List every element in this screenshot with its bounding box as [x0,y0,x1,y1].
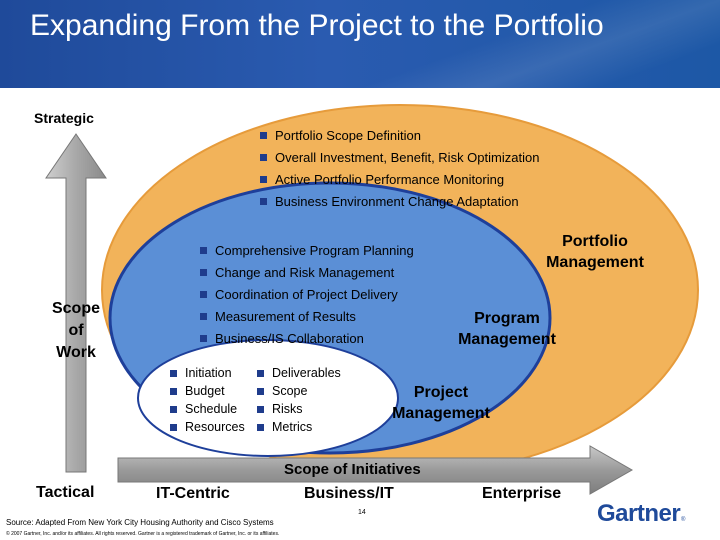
page-number: 14 [358,509,366,516]
program-label-line1: Program [474,310,540,327]
business-it-label: Business/IT [304,485,394,502]
project-label-line1: Project [413,384,469,401]
bullet-text: Schedule [185,402,238,416]
bullet-text: Business Environment Change Adaptation [275,194,519,209]
it-centric-label: IT-Centric [156,485,230,502]
bullet-text: Active Portfolio Performance Monitoring [275,172,505,187]
program-management-label: Program Management [442,308,572,350]
bullet-text: Scope [272,384,308,398]
project-label-line2: Management [392,405,490,422]
bullet-text: Coordination of Project Delivery [215,287,398,302]
copyright-note: © 2007 Gartner, Inc. and/or its affiliat… [6,531,280,537]
project-bullet: Deliverables [257,366,341,380]
gartner-logo: Gartner [597,500,681,527]
portfolio-bullet: Overall Investment, Benefit, Risk Optimi… [260,150,539,165]
bullet-square-icon [200,313,207,320]
page-title: Expanding From the Project to the Portfo… [30,9,604,42]
program-bullet: Change and Risk Management [200,265,394,280]
portfolio-label-line2: Management [546,254,644,271]
bullet-text: Metrics [272,420,313,434]
bullet-square-icon [200,335,207,342]
bullet-square-icon [257,369,264,377]
title-bar: Expanding From the Project to the Portfo… [0,0,720,88]
bullet-square-icon [170,405,177,413]
bullet-square-icon [257,423,264,431]
bullet-square-icon [260,198,267,205]
scope-of-work-arrow [45,133,107,473]
bullet-text: Deliverables [272,366,341,380]
project-bullet: Budget [170,384,225,398]
scope-of-work-line3: Work [56,344,96,361]
bullet-square-icon [257,387,264,395]
bullet-square-icon [200,291,207,298]
portfolio-bullet: Active Portfolio Performance Monitoring [260,172,504,187]
project-bullet: Scope [257,384,307,398]
bullet-square-icon [260,176,267,183]
bullet-square-icon [170,423,177,431]
program-bullet: Comprehensive Program Planning [200,243,414,258]
source-note: Source: Adapted From New York City Housi… [6,518,274,527]
bullet-square-icon [257,405,264,413]
enterprise-label: Enterprise [482,485,562,502]
program-bullet: Coordination of Project Delivery [200,287,398,302]
bullet-text: Budget [185,384,225,398]
project-bullet: Risks [257,402,303,416]
bullet-square-icon [170,387,177,395]
bullet-square-icon [170,369,177,377]
bullet-square-icon [260,132,267,139]
bullet-text: Business/IS Collaboration [215,331,364,346]
project-bullet: Resources [170,420,245,434]
header-swoosh [360,0,720,88]
project-bullet: Metrics [257,420,312,434]
portfolio-bullet: Portfolio Scope Definition [260,128,421,143]
project-ellipse [137,339,399,457]
portfolio-management-label: Portfolio Management [530,231,660,273]
scope-of-initiatives-arrow [117,445,634,495]
bullet-square-icon [200,269,207,276]
program-label-line2: Management [458,331,556,348]
bullet-text: Resources [185,420,245,434]
scope-of-initiatives-label: Scope of Initiatives [284,461,421,478]
portfolio-label-line1: Portfolio [562,233,628,250]
bullet-text: Measurement of Results [215,309,356,324]
project-management-label: Project Management [376,382,506,424]
bullet-text: Risks [272,402,303,416]
portfolio-bullet: Business Environment Change Adaptation [260,194,519,209]
scope-of-work-label: Scope of Work [30,298,122,364]
registered-mark: ® [681,517,686,523]
program-bullet: Measurement of Results [200,309,356,324]
strategic-label: Strategic [34,110,94,126]
bullet-text: Comprehensive Program Planning [215,243,414,258]
project-bullet: Initiation [170,366,232,380]
bullet-square-icon [260,154,267,161]
tactical-label: Tactical [36,484,95,501]
bullet-square-icon [200,247,207,254]
scope-of-work-line2: of [68,322,84,339]
scope-of-work-line1: Scope [51,300,100,317]
bullet-text: Portfolio Scope Definition [275,128,421,143]
bullet-text: Overall Investment, Benefit, Risk Optimi… [275,150,540,165]
bullet-text: Change and Risk Management [215,265,395,280]
bullet-text: Initiation [185,366,232,380]
program-bullet: Business/IS Collaboration [200,331,364,346]
project-bullet: Schedule [170,402,237,416]
